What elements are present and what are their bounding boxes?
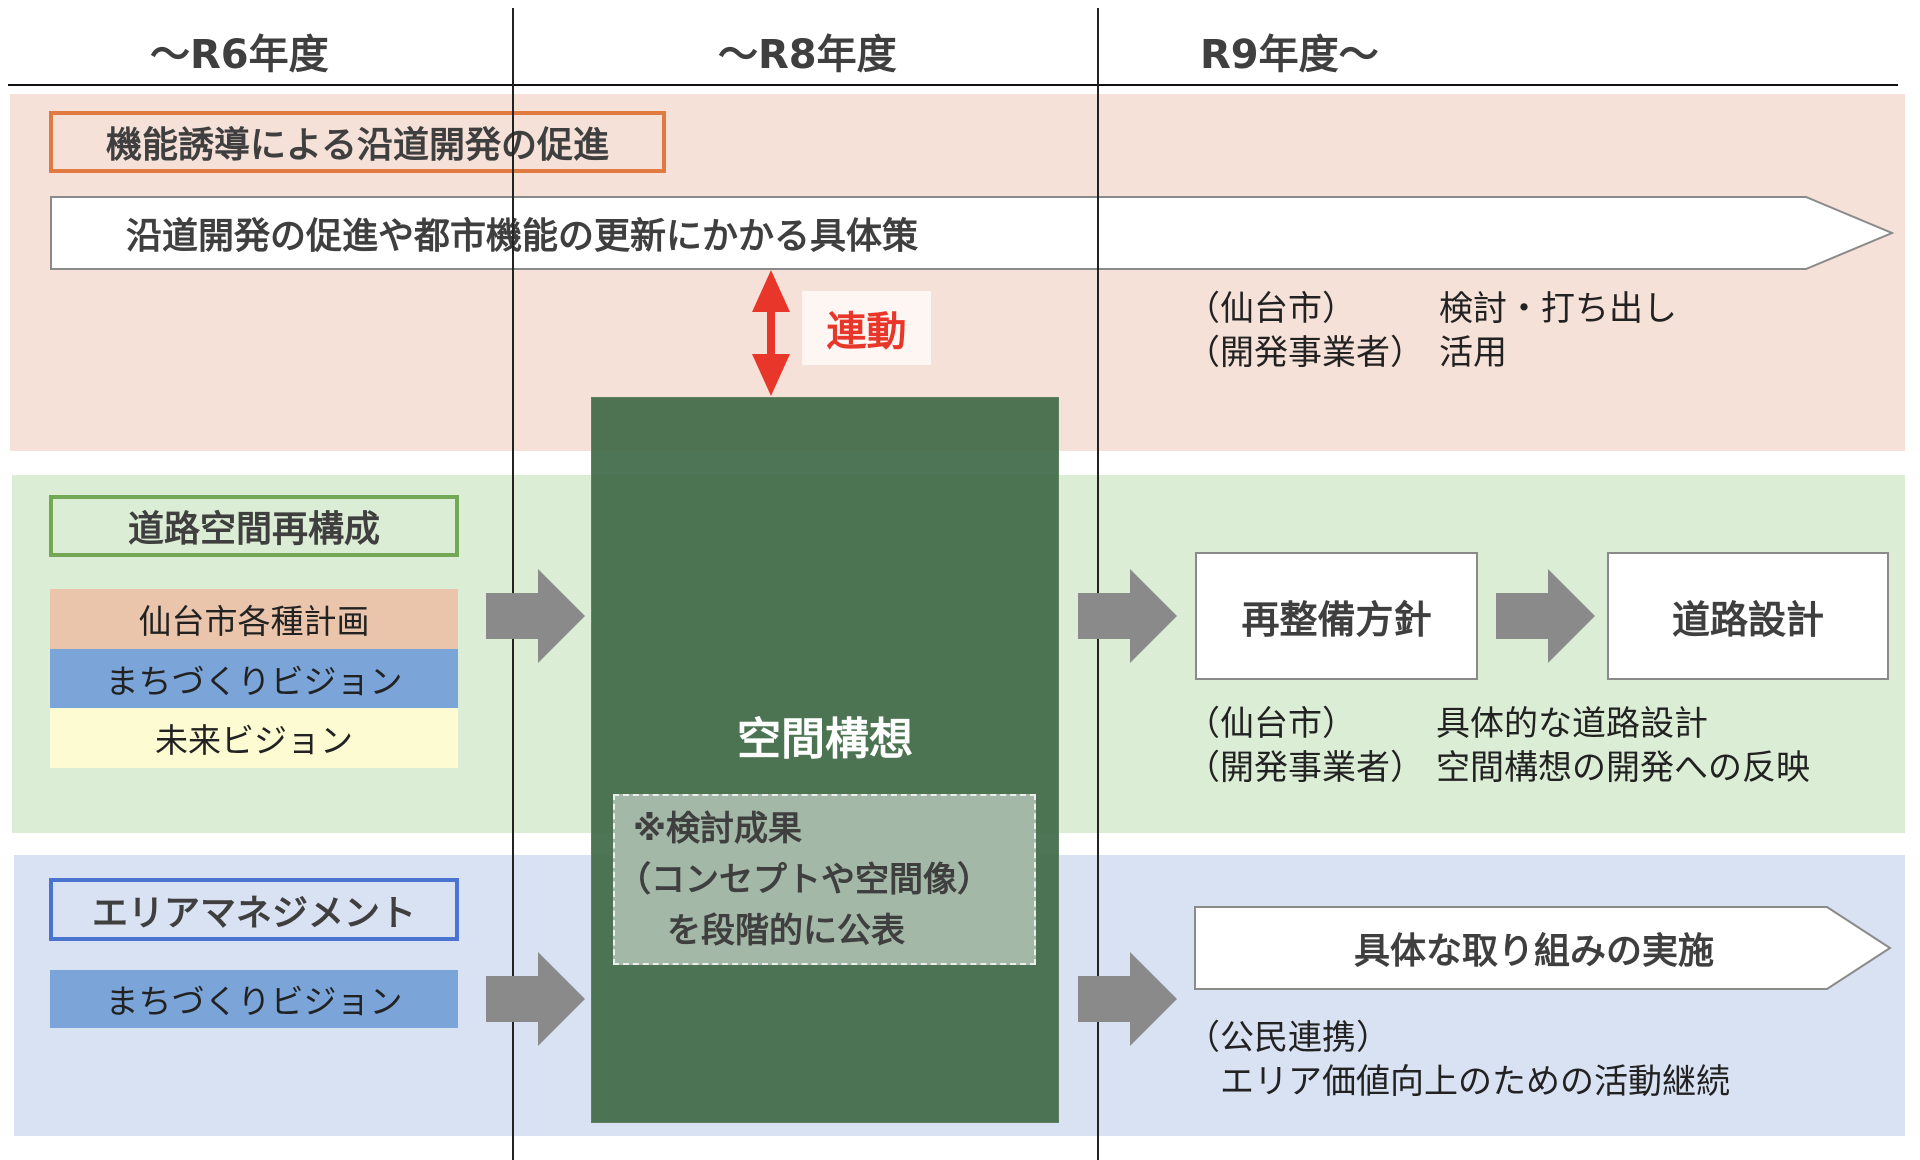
spatial-concept-block: 空間構想 ※検討成果 （コンセプトや空間像） を段階的に公表 (591, 397, 1059, 1123)
period-header-r6: 〜R6年度 (150, 32, 329, 78)
area-banner-text: 具体な取り組みの実施 (1354, 931, 1715, 972)
road-label: 道路空間再構成 (49, 495, 459, 557)
period-header-r8: 〜R8年度 (718, 32, 897, 78)
area-note-2: エリア価値向上のための活動継続 (1186, 1062, 1730, 1102)
development-note-actor-2: （開発事業者） (1186, 333, 1424, 373)
development-label: 機能誘導による沿道開発の促進 (49, 111, 666, 173)
link-label: 連動 (802, 291, 931, 365)
spatial-concept-title: 空間構想 (737, 714, 913, 765)
road-note-action-2: 空間構想の開発への反映 (1436, 748, 1810, 788)
road-step-policy: 再整備方針 (1195, 552, 1478, 680)
development-note-actor-1: （仙台市） (1186, 289, 1356, 329)
header-divider (8, 84, 1898, 86)
period-header-r9: R9年度〜 (1200, 32, 1379, 78)
road-input-future-vision: 未来ビジョン (50, 708, 458, 768)
banner-arrow-shape (50, 196, 1894, 270)
road-note-action-1: 具体的な道路設計 (1436, 704, 1708, 744)
note-line: ※検討成果 (633, 809, 803, 849)
arrow-right-icon (486, 952, 585, 1046)
road-note-actor-2: （開発事業者） (1186, 748, 1424, 788)
arrow-right-icon (1078, 952, 1177, 1046)
note-line: （コンセプトや空間像） (617, 860, 991, 900)
area-banner: 具体な取り組みの実施 (1194, 906, 1892, 990)
development-note-action-2: 活用 (1439, 333, 1507, 373)
road-input-town-vision: まちづくりビジョン (50, 649, 458, 708)
arrow-right-icon (486, 569, 585, 663)
arrow-right-icon (1496, 569, 1595, 663)
area-input-town-vision: まちづくりビジョン (50, 970, 458, 1028)
column-divider-1 (512, 8, 514, 1160)
development-banner-text: 沿道開発の促進や都市機能の更新にかかる具体策 (126, 216, 919, 257)
note-line: を段階的に公表 (633, 911, 905, 951)
column-divider-2 (1097, 8, 1099, 1160)
arrow-right-icon (1078, 569, 1177, 663)
spatial-concept-note: ※検討成果 （コンセプトや空間像） を段階的に公表 (613, 794, 1036, 965)
road-note-actor-1: （仙台市） (1186, 704, 1356, 744)
road-input-city-plans: 仙台市各種計画 (50, 589, 458, 649)
banner-arrow-shape (1194, 906, 1892, 990)
area-note-1: （公民連携） (1186, 1018, 1390, 1058)
link-double-arrow-icon (752, 270, 790, 396)
road-step-design: 道路設計 (1607, 552, 1889, 680)
area-label: エリアマネジメント (49, 878, 459, 941)
development-banner: 沿道開発の促進や都市機能の更新にかかる具体策 (50, 196, 1894, 270)
development-note-action-1: 検討・打ち出し (1439, 289, 1677, 329)
